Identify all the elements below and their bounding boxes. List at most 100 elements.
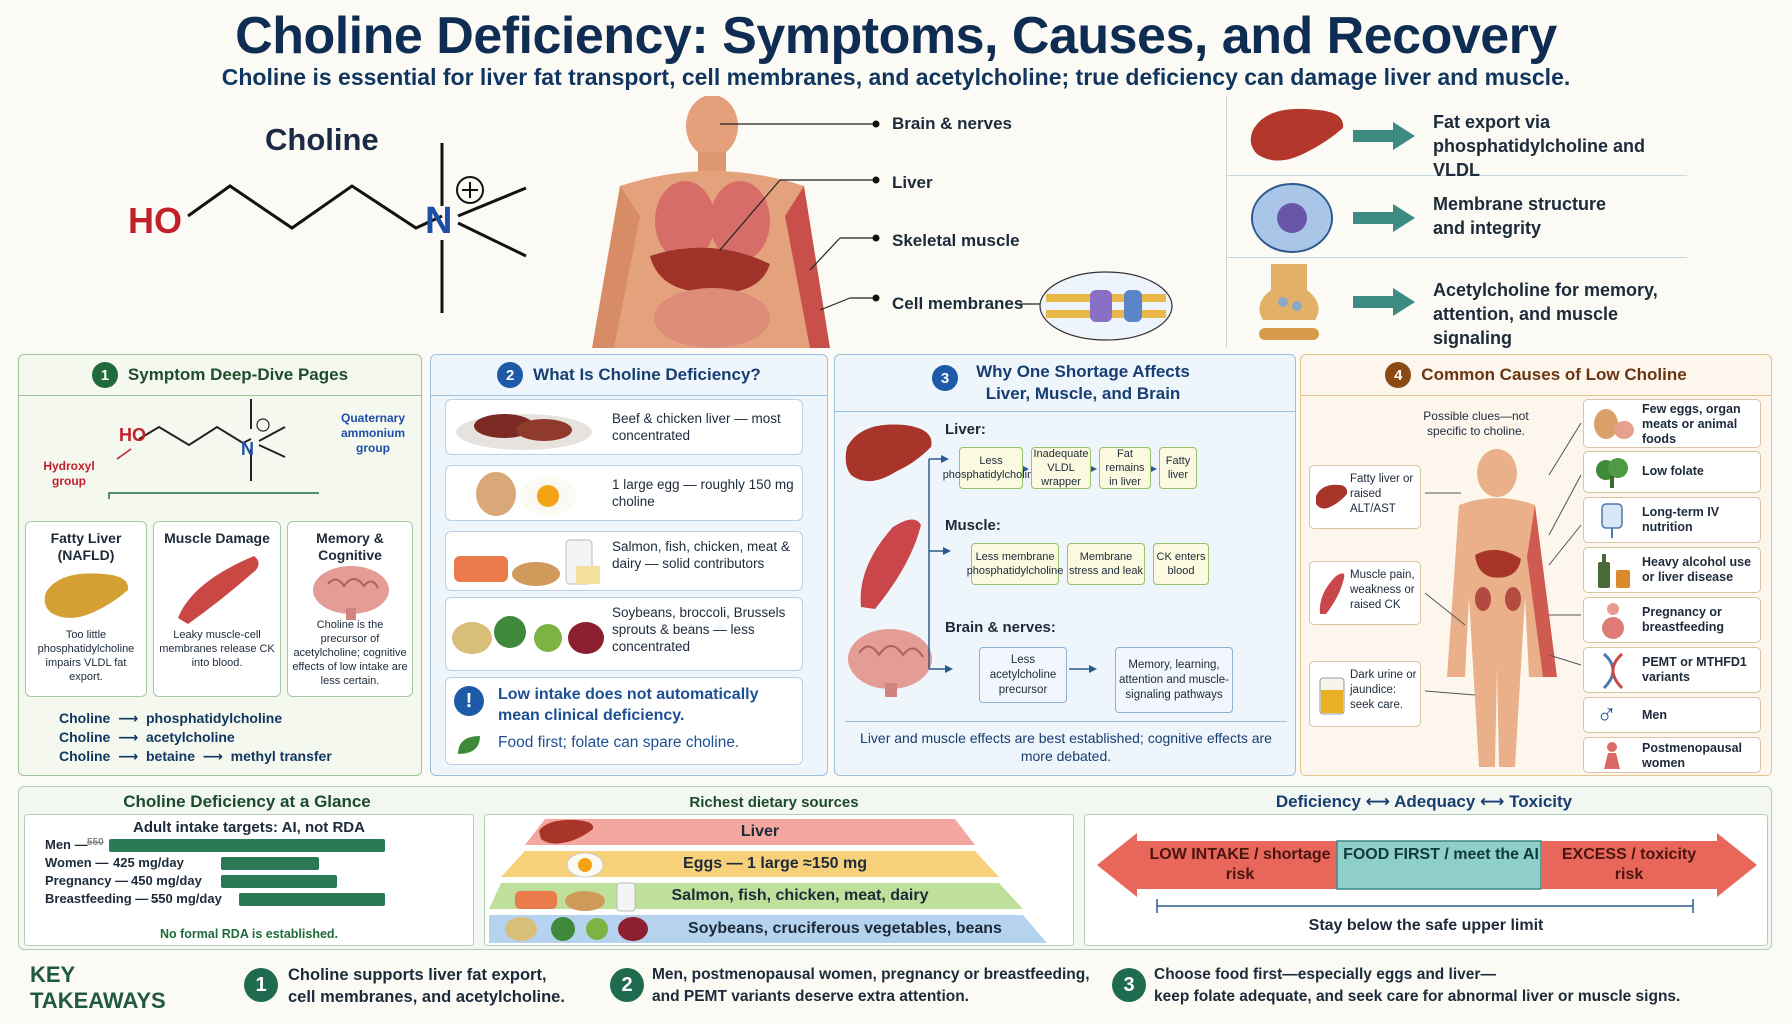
body-label-liver: Liver: [892, 173, 933, 192]
clue-muscle: Muscle pain, weakness or raised CK: [1309, 561, 1421, 625]
human-anatomy-illustration: [592, 96, 830, 348]
takeaway-2-number: 2: [610, 968, 644, 1002]
spectrum-title: Deficiency ⟷ Adequacy ⟷ Toxicity: [1275, 792, 1573, 811]
cause-pregnancy[interactable]: Pregnancy or breastfeeding: [1583, 597, 1761, 643]
intake-bar: [221, 875, 337, 888]
muscle-icon: [1319, 573, 1345, 614]
panel-1-header: 1 Symptom Deep-Dive Pages: [19, 355, 421, 395]
panel-3-number: 3: [932, 365, 958, 391]
cause-pemt[interactable]: PEMT or MTHFD1 variants: [1583, 647, 1761, 693]
leafy-greens-icon: [1596, 458, 1628, 488]
spectrum-low: LOW INTAKE / shortage risk: [1149, 846, 1331, 883]
clue-dark-urine: Dark urine or jaundice: seek care.: [1309, 661, 1421, 727]
body-label-membranes: Cell membranes: [892, 294, 1024, 313]
alcohol-icon: [1598, 554, 1630, 588]
pathway-connector-lines: [928, 455, 1157, 673]
panel-4-title: Common Causes of Low Choline: [1421, 365, 1687, 384]
card-fatty-liver[interactable]: Fatty Liver (NAFLD) Too little phosphati…: [25, 521, 147, 697]
food-row-plants[interactable]: Soybeans, broccoli, Brussels sprouts & b…: [445, 597, 803, 671]
intake-value: 550: [87, 837, 104, 848]
tier-liver: Liver: [740, 823, 780, 840]
intake-footnote: No formal RDA is established.: [159, 927, 339, 941]
panel-4-header: 4 Common Causes of Low Choline: [1301, 355, 1771, 395]
cell-icon: [1251, 183, 1333, 253]
body-label-leader-lines: [720, 120, 880, 311]
fish-meat-dairy-icon: [454, 539, 600, 586]
arrow-right-icon: [1353, 122, 1415, 150]
spectrum-mid: FOOD FIRST / meet the AI: [1343, 846, 1539, 863]
intake-label: Pregnancy —: [45, 873, 129, 888]
muscle-step-3: CK enters blood: [1153, 543, 1209, 585]
intake-value: 450 mg/day: [131, 873, 202, 888]
card-memory-cognitive[interactable]: Memory & Cognitive Choline is the precur…: [287, 521, 413, 697]
glance-title: Choline Deficiency at a Glance: [123, 792, 371, 811]
male-icon: ♂: [1596, 699, 1617, 730]
panel-2-header: 2 What Is Choline Deficiency?: [431, 355, 827, 395]
cause-postmenopausal[interactable]: Postmenopausal women: [1583, 737, 1761, 773]
arrow-right-icon: [1353, 288, 1415, 316]
page-subtitle: Choline is essential for liver fat trans…: [221, 64, 1571, 90]
clue-header: Possible clues—not specific to choline.: [1423, 409, 1529, 438]
soy-broccoli-beans-icon: [452, 616, 604, 654]
upper-limit-bracket: [1156, 899, 1694, 913]
nitrogen-label: N: [425, 200, 453, 242]
mini-ho-label: HO: [119, 425, 146, 445]
card-muscle-damage[interactable]: Muscle Damage Leaky muscle-cell membrane…: [153, 521, 281, 697]
cause-leader-lines: [1425, 422, 1582, 696]
panel-common-causes: 4 Common Causes of Low Choline Possible …: [1300, 354, 1772, 776]
panel-2-title: What Is Choline Deficiency?: [533, 365, 761, 384]
cause-iv-nutrition[interactable]: Long-term IV nutrition: [1583, 497, 1761, 543]
takeaway-1-text: Choline supports liver fat export,cell m…: [288, 966, 565, 1006]
food-row-fish-meat[interactable]: Salmon, fish, chicken, meat & dairy — so…: [445, 531, 803, 591]
food-row-liver[interactable]: Beef & chicken liver — most concentrated: [445, 399, 803, 455]
panel-2-number: 2: [497, 362, 524, 388]
intake-bar: [239, 893, 385, 906]
muscle-pathway-label: Muscle:: [945, 517, 1001, 534]
mini-n-label: N: [241, 439, 254, 459]
food-row-egg[interactable]: 1 large egg — roughly 150 mg choline: [445, 465, 803, 521]
richest-title: Richest dietary sources: [689, 794, 859, 811]
cause-men[interactable]: ♂ Men: [1583, 697, 1761, 733]
intake-label: Breastfeeding —→: [45, 891, 162, 906]
muscle-step-1: Less membrane phosphatidylcholine: [967, 543, 1063, 585]
liver-step-4: Fatty liver: [1159, 447, 1197, 489]
intake-value: 425 mg/day: [113, 855, 184, 870]
female-icon: [1604, 742, 1620, 769]
intake-title: Adult intake targets: AI, not RDA: [133, 819, 365, 836]
panel-1-title: Symptom Deep-Dive Pages: [127, 365, 349, 384]
liver-step-2: Inadequate VLDL wrapper: [1031, 447, 1091, 489]
cause-few-eggs[interactable]: Few eggs, organ meats or animal foods: [1583, 399, 1761, 448]
brain-step-2: Memory, learning, attention and muscle-s…: [1115, 647, 1233, 713]
cause-alcohol[interactable]: Heavy alcohol use or liver disease: [1583, 547, 1761, 593]
liver-icon: [1316, 484, 1348, 509]
intake-bar: [109, 839, 385, 852]
richest-sources-pyramid: Liver Eggs — 1 large ≈150 mg Salmon, fis…: [484, 814, 1074, 946]
panel-3-footer: Liver and muscle effects are best establ…: [860, 730, 1272, 764]
tier-fish-meat: Salmon, fish, chicken, meat, dairy: [671, 887, 929, 904]
info-icon: !: [454, 686, 484, 716]
takeaway-2-text: Men, postmenopausal women, pregnancy or …: [652, 966, 1090, 1005]
membrane-bilayer-icon: [1020, 271, 1173, 341]
panel-symptom-deep-dive: 1 Symptom Deep-Dive Pages HO N Hydroxyl …: [18, 354, 422, 776]
liver-icon: [845, 424, 932, 482]
panel-3-title: Why One Shortage Affects Liver, Muscle, …: [976, 362, 1190, 403]
body-label-brain: Brain & nerves: [892, 114, 1012, 133]
soy-broccoli-beans-icon: [505, 917, 648, 941]
page-title: Choline Deficiency: Symptoms, Causes, an…: [235, 7, 1557, 65]
pregnancy-icon: [1602, 603, 1624, 639]
spectrum-footer: Stay below the safe upper limit: [1308, 917, 1544, 934]
intake-bar: [221, 857, 319, 870]
arrow-right-icon: [1353, 204, 1415, 232]
hydroxyl-group-label: Hydroxyl group: [43, 459, 95, 488]
egg-icon: [566, 852, 604, 878]
panel-why-one-shortage: 3 Why One Shortage Affects Liver, Muscle…: [834, 354, 1296, 776]
fatty-liver-icon: [44, 573, 129, 618]
cause-low-folate[interactable]: Low folate: [1583, 451, 1761, 493]
spectrum-arrow: [1097, 833, 1757, 897]
deficiency-note-1: Low intake does not automatically mean c…: [498, 686, 759, 724]
brain-step-1: Less acetylcholine precursor: [979, 647, 1067, 703]
